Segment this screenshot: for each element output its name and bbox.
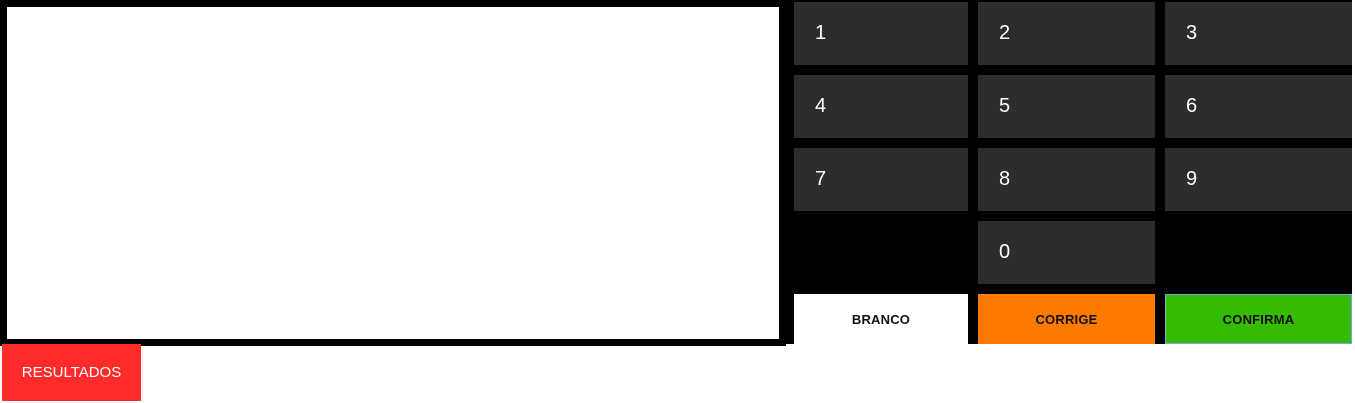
confirma-button[interactable]: CONFIRMA — [1165, 294, 1352, 344]
key-8[interactable]: 8 — [978, 148, 1155, 211]
key-2[interactable]: 2 — [978, 2, 1155, 65]
corrige-button[interactable]: CORRIGE — [978, 294, 1155, 344]
numeric-keypad: 1 2 3 4 5 6 7 8 9 0 BRANCO CORRIGE CONFI… — [779, 0, 1352, 344]
key-1[interactable]: 1 — [794, 2, 968, 65]
voting-display-screen — [0, 0, 786, 346]
key-9[interactable]: 9 — [1165, 148, 1352, 211]
key-4[interactable]: 4 — [794, 75, 968, 138]
branco-button[interactable]: BRANCO — [794, 294, 968, 344]
key-3[interactable]: 3 — [1165, 2, 1352, 65]
key-6[interactable]: 6 — [1165, 75, 1352, 138]
key-7[interactable]: 7 — [794, 148, 968, 211]
resultados-button[interactable]: RESULTADOS — [2, 344, 141, 401]
key-0[interactable]: 0 — [978, 221, 1155, 284]
key-5[interactable]: 5 — [978, 75, 1155, 138]
